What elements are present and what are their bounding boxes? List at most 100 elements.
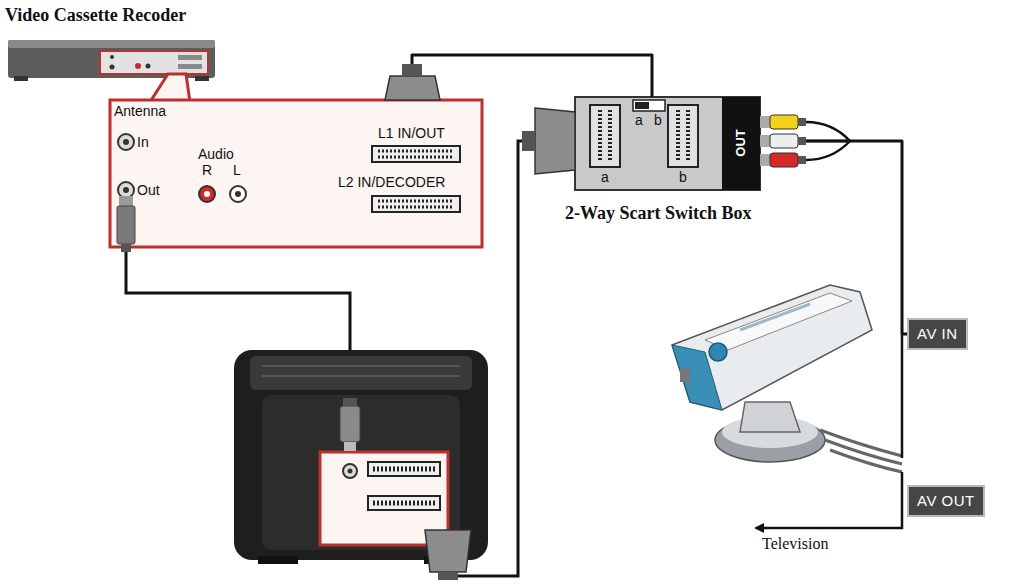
camera-illustration [672, 285, 902, 472]
antenna-cable [117, 206, 135, 244]
television-illustration [343, 464, 357, 478]
jack-symbols [204, 191, 210, 197]
camera-illustration [672, 285, 872, 410]
vcr-illustration [135, 63, 141, 69]
av-lines [901, 335, 904, 458]
vcr-illustration [178, 55, 202, 60]
television-illustration [368, 496, 440, 510]
rca-plugs [798, 118, 806, 126]
port-label: L2 IN/DECODER [338, 174, 445, 190]
vcr-illustration [146, 64, 151, 69]
scart-ports [378, 150, 454, 153]
camera-illustration [709, 343, 727, 361]
scart-plug [385, 76, 440, 100]
port-label: L1 IN/OUT [378, 125, 445, 141]
scart-ports [372, 146, 460, 162]
switch-box-body [633, 100, 665, 111]
television-illustration [344, 442, 356, 451]
switch-box-body [676, 110, 680, 162]
switch-box-body [590, 105, 620, 167]
cable-connector [412, 55, 652, 100]
output-label: OUT [733, 129, 749, 156]
camera-illustration [680, 368, 690, 382]
scart-plug [402, 64, 422, 76]
television-illustration [348, 469, 353, 474]
switch-box-body [722, 97, 760, 190]
camera-illustration [830, 450, 902, 472]
jack-symbols [230, 186, 246, 202]
port-letter: a [601, 169, 609, 185]
scart-cable [425, 141, 524, 580]
jack-symbols [118, 134, 246, 202]
device-heading: Video Cassette Recoder [5, 5, 186, 25]
television-illustration [373, 501, 435, 506]
television-illustration [368, 462, 440, 476]
scart-cable [425, 530, 471, 572]
rca-plugs [798, 137, 806, 145]
callout-panel [110, 74, 482, 247]
vcr-device: Video Cassette Recoder [8, 38, 215, 80]
destination-label: Television [762, 535, 828, 553]
jack-symbols [235, 191, 241, 197]
vcr-illustration [178, 64, 202, 69]
port-letter: b [679, 169, 687, 185]
box-label: AV OUT [917, 492, 975, 509]
vcr-illustration [8, 40, 215, 78]
television-illustration [250, 356, 472, 390]
television-illustration [258, 556, 298, 564]
rca-plugs [798, 156, 806, 164]
switch-box-body [635, 102, 649, 109]
rca-plugs [770, 153, 798, 167]
jack-symbols [118, 182, 134, 198]
port-label: In [137, 134, 149, 150]
rca-plugs [760, 154, 770, 166]
av-lines [756, 335, 902, 528]
rca-plugs [770, 134, 798, 148]
antenna-cable [119, 196, 133, 206]
switch-box-body [686, 110, 690, 162]
vcr-illustration [100, 51, 208, 74]
scart-plug [535, 108, 575, 174]
rca-plugs [770, 115, 798, 129]
av-label-box: AV IN [907, 318, 968, 350]
callout-panel [150, 74, 190, 102]
camera-illustration [705, 293, 852, 350]
vcr-illustration [8, 40, 215, 48]
switch-box-body [575, 97, 760, 190]
cable-connector [760, 141, 907, 334]
port-label: Audio [198, 146, 234, 162]
jack-symbols [118, 134, 134, 150]
scart-cable [438, 572, 458, 580]
television-illustration [262, 395, 460, 550]
switch-box: 2-Way Scart Switch BoxababOUT [575, 97, 760, 190]
television-illustration [262, 375, 460, 377]
television-illustration [262, 365, 460, 367]
rca-plugs [806, 122, 850, 141]
jack-symbols [123, 139, 129, 145]
scart-cable [448, 141, 524, 576]
rca-plugs [760, 115, 850, 167]
scart-ports [378, 206, 454, 209]
rca-plugs [760, 116, 770, 128]
av-label-box: AV OUT [907, 485, 985, 517]
callout-panel [110, 100, 482, 247]
switch-position: b [654, 112, 662, 128]
port-label: Antenna [114, 103, 166, 119]
switch-position: a [635, 112, 643, 128]
vcr-illustration [110, 65, 115, 70]
channel-label: L [233, 162, 241, 178]
scart-plug [385, 64, 440, 100]
device-heading: 2-Way Scart Switch Box [565, 203, 752, 223]
scart-ports [372, 196, 460, 212]
jack-symbols [199, 186, 215, 202]
television-illustration [343, 398, 357, 406]
rca-plugs [760, 135, 770, 147]
scart-ports [378, 156, 454, 159]
scart-plug [522, 131, 535, 151]
rca-plugs [806, 140, 850, 143]
antenna-cable [121, 244, 131, 252]
channel-label: R [202, 162, 212, 178]
vcr-illustration [14, 76, 28, 81]
